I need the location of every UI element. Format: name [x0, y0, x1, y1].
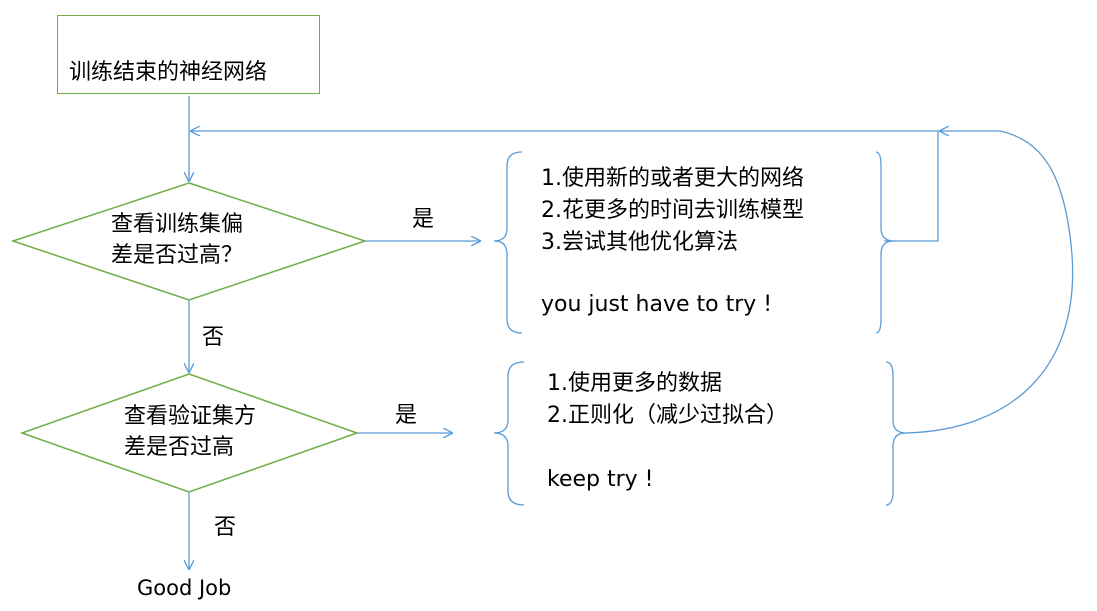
end-label: Good Job	[137, 576, 232, 600]
edge-label-yes-1: 是	[412, 207, 435, 232]
decision-2-line-2: 差是否过高	[124, 435, 235, 460]
start-box-label: 训练结束的神经网络	[69, 60, 268, 85]
decision-1-diamond	[10, 182, 368, 301]
loop-action-1-to-top	[191, 131, 939, 242]
start-box: 训练结束的神经网络	[57, 15, 320, 94]
action-1-item: 2.花更多的时间去训练模型	[541, 198, 804, 223]
decision-1-line-1: 查看训练集偏	[111, 212, 244, 237]
action-1-item: 1.使用新的或者更大的网络	[541, 166, 804, 191]
action-2-footer: keep try !	[547, 467, 654, 492]
decision-1-line-2: 差是否过高？	[111, 243, 244, 268]
action-2-left-brace	[493, 361, 525, 506]
action-2-right-brace	[885, 361, 907, 506]
decision-2-line-1: 查看验证集方	[124, 404, 257, 429]
action-1-right-brace	[875, 151, 895, 334]
edge-label-yes-2: 是	[395, 403, 418, 428]
action-1-left-brace	[493, 151, 523, 334]
edge-label-no-1: 否	[202, 325, 225, 350]
action-1-footer: you just have to try !	[541, 292, 773, 317]
action-2-item: 1.使用更多的数据	[547, 371, 722, 396]
loop-action-2-to-top	[905, 131, 1074, 434]
action-1-item: 3.尝试其他优化算法	[541, 230, 738, 255]
action-2-item: 2.正则化（减少过拟合）	[547, 403, 788, 428]
decision-2-diamond	[19, 373, 360, 493]
edge-label-no-2: 否	[214, 515, 237, 540]
